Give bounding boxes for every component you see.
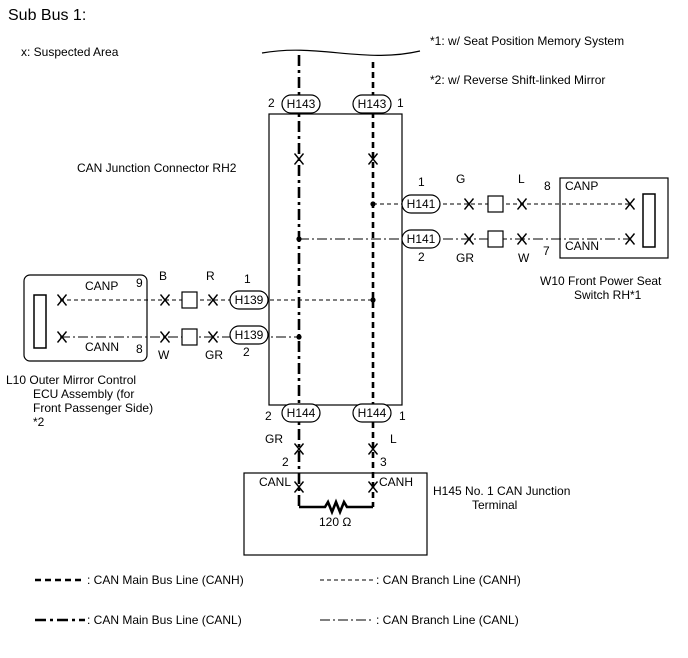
wire-color-label: L: [390, 432, 397, 446]
h145-canl-label: CANL: [259, 475, 291, 489]
connector-h144-right: [352, 403, 392, 423]
connector-h143-right: [352, 94, 392, 114]
connector-h139-upper: [229, 290, 269, 310]
connector-h141-lower-label: H141: [407, 232, 436, 246]
suspected-x-mark: [56, 293, 68, 307]
connector-h141-upper: [401, 194, 441, 214]
h145-component-box: [243, 472, 428, 556]
legend-branch-canh-label: : CAN Branch Line (CANH): [376, 573, 521, 587]
l10-label-line3: Front Passenger Side): [33, 401, 153, 415]
connector-h144-right-label: H144: [358, 406, 387, 420]
connector-h139-upper-label: H139: [235, 293, 264, 307]
page-title: Sub Bus 1:: [8, 7, 86, 24]
wire-color-label: GR: [265, 432, 283, 446]
connector-h139-lower-label: H139: [235, 328, 264, 342]
can-junction-connector-box: [268, 113, 403, 406]
w10-component-box: [559, 177, 669, 259]
legend-main-canh-label: : CAN Main Bus Line (CANH): [87, 573, 244, 587]
splice-square: [181, 291, 198, 309]
pin-number: 3: [380, 455, 387, 469]
pin-number: 9: [136, 276, 143, 290]
pin-number: 8: [136, 342, 143, 356]
pin-number: 1: [397, 96, 404, 110]
wire-color-label: R: [206, 269, 215, 283]
l10-label-line1: L10 Outer Mirror Control: [6, 373, 136, 387]
w10-label-line2: Switch RH*1: [574, 288, 642, 302]
splice-square: [487, 230, 504, 248]
legend-branch-canl-label: : CAN Branch Line (CANL): [376, 613, 519, 627]
note-reverse-mirror: *2: w/ Reverse Shift-linked Mirror: [430, 73, 605, 87]
wire-color-label: GR: [205, 348, 223, 362]
suspected-x-mark: [516, 197, 528, 211]
l10-component-box: [23, 274, 148, 362]
h145-label-line2: Terminal: [472, 498, 517, 512]
pin-number: 1: [399, 409, 406, 423]
splice-square: [181, 328, 198, 346]
junction-dot: [296, 236, 302, 242]
w10-cann-label: CANN: [565, 239, 599, 253]
suspected-x-mark: [293, 152, 305, 166]
pin-number: 2: [243, 345, 250, 359]
wire-color-label: W: [518, 251, 530, 265]
suspected-area-note: x: Suspected Area: [21, 45, 119, 59]
connector-h144-left-label: H144: [287, 406, 316, 420]
note-seat-memory: *1: w/ Seat Position Memory System: [430, 34, 624, 48]
wire-color-label: G: [456, 172, 465, 186]
pin-number: 2: [282, 455, 289, 469]
h145-label-line1: H145 No. 1 CAN Junction: [433, 484, 570, 498]
legend-main-canl-label: : CAN Main Bus Line (CANL): [87, 613, 242, 627]
connector-h143-left: [281, 94, 321, 114]
connector-h141-lower: [401, 229, 441, 249]
junction-dot: [370, 201, 376, 207]
connector-h139-lower: [229, 325, 269, 345]
w10-label-line1: W10 Front Power Seat: [540, 274, 662, 288]
wire-color-label: W: [158, 348, 170, 362]
pin-number: 2: [418, 250, 425, 264]
connector-h143-right-label: H143: [358, 97, 387, 111]
junction-dot: [370, 297, 376, 303]
l10-label-line4: *2: [33, 415, 45, 429]
junction-connector-label: CAN Junction Connector RH2: [77, 161, 237, 175]
pin-number: 2: [265, 409, 272, 423]
pin-number: 7: [543, 244, 550, 258]
wire-color-label: L: [518, 172, 525, 186]
pin-number: 8: [544, 179, 551, 193]
l10-label-line2: ECU Assembly (for: [33, 387, 134, 401]
connector-h143-left-label: H143: [287, 97, 316, 111]
l10-canp-label: CANP: [85, 279, 118, 293]
l10-cann-label: CANN: [85, 340, 119, 354]
w10-connector-terminal: [642, 193, 656, 248]
h145-canh-label: CANH: [379, 475, 413, 489]
termination-resistor: [299, 498, 373, 516]
harness-break-curve: [261, 49, 421, 56]
w10-canp-label: CANP: [565, 179, 598, 193]
junction-dot: [296, 334, 302, 340]
pin-number: 1: [244, 272, 251, 286]
connector-h144-left: [281, 403, 321, 423]
wire-color-label: B: [159, 269, 167, 283]
splice-square: [487, 195, 504, 213]
pin-number: 1: [418, 175, 425, 189]
wire-color-label: GR: [456, 251, 474, 265]
resistor-value-label: 120 Ω: [319, 515, 351, 529]
connector-h141-upper-label: H141: [407, 197, 436, 211]
pin-number: 2: [268, 96, 275, 110]
l10-connector-terminal: [33, 294, 47, 349]
